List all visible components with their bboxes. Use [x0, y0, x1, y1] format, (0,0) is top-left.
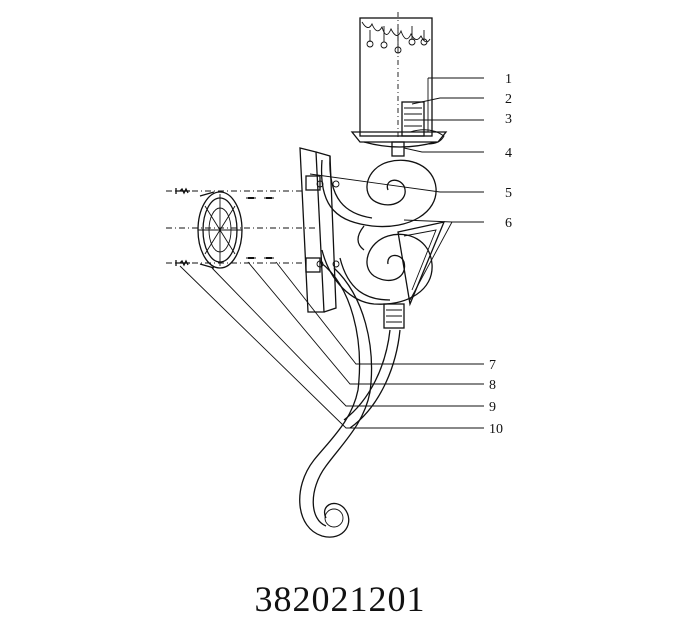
callout-6: 6: [505, 216, 512, 231]
part-number: 382021201: [254, 579, 426, 619]
callout-7: 7: [489, 358, 496, 373]
cup-stem: [391, 141, 405, 157]
candle-cup: [383, 303, 405, 329]
axis-lines: [166, 190, 318, 264]
candle-sleeve: [359, 12, 433, 140]
callout-2: 2: [505, 92, 512, 107]
callout-5: 5: [505, 186, 512, 201]
bulb-socket: [401, 101, 425, 137]
s-scroll-tail: [299, 261, 401, 538]
callout-9: 9: [489, 400, 496, 415]
leader-lines: [179, 77, 484, 429]
canopy-backplate: [197, 191, 243, 269]
callout-8: 8: [489, 378, 496, 393]
callout-3: 3: [505, 112, 512, 127]
callout-1: 1: [505, 72, 512, 87]
callout-labels: 1 2 3 4 5 6 7 8 9 10: [489, 72, 512, 437]
callout-4: 4: [505, 146, 512, 161]
callout-10: 10: [489, 422, 503, 437]
scroll-arm: [320, 155, 446, 307]
bobeche: [350, 129, 448, 148]
wall-bracket: [299, 147, 340, 313]
